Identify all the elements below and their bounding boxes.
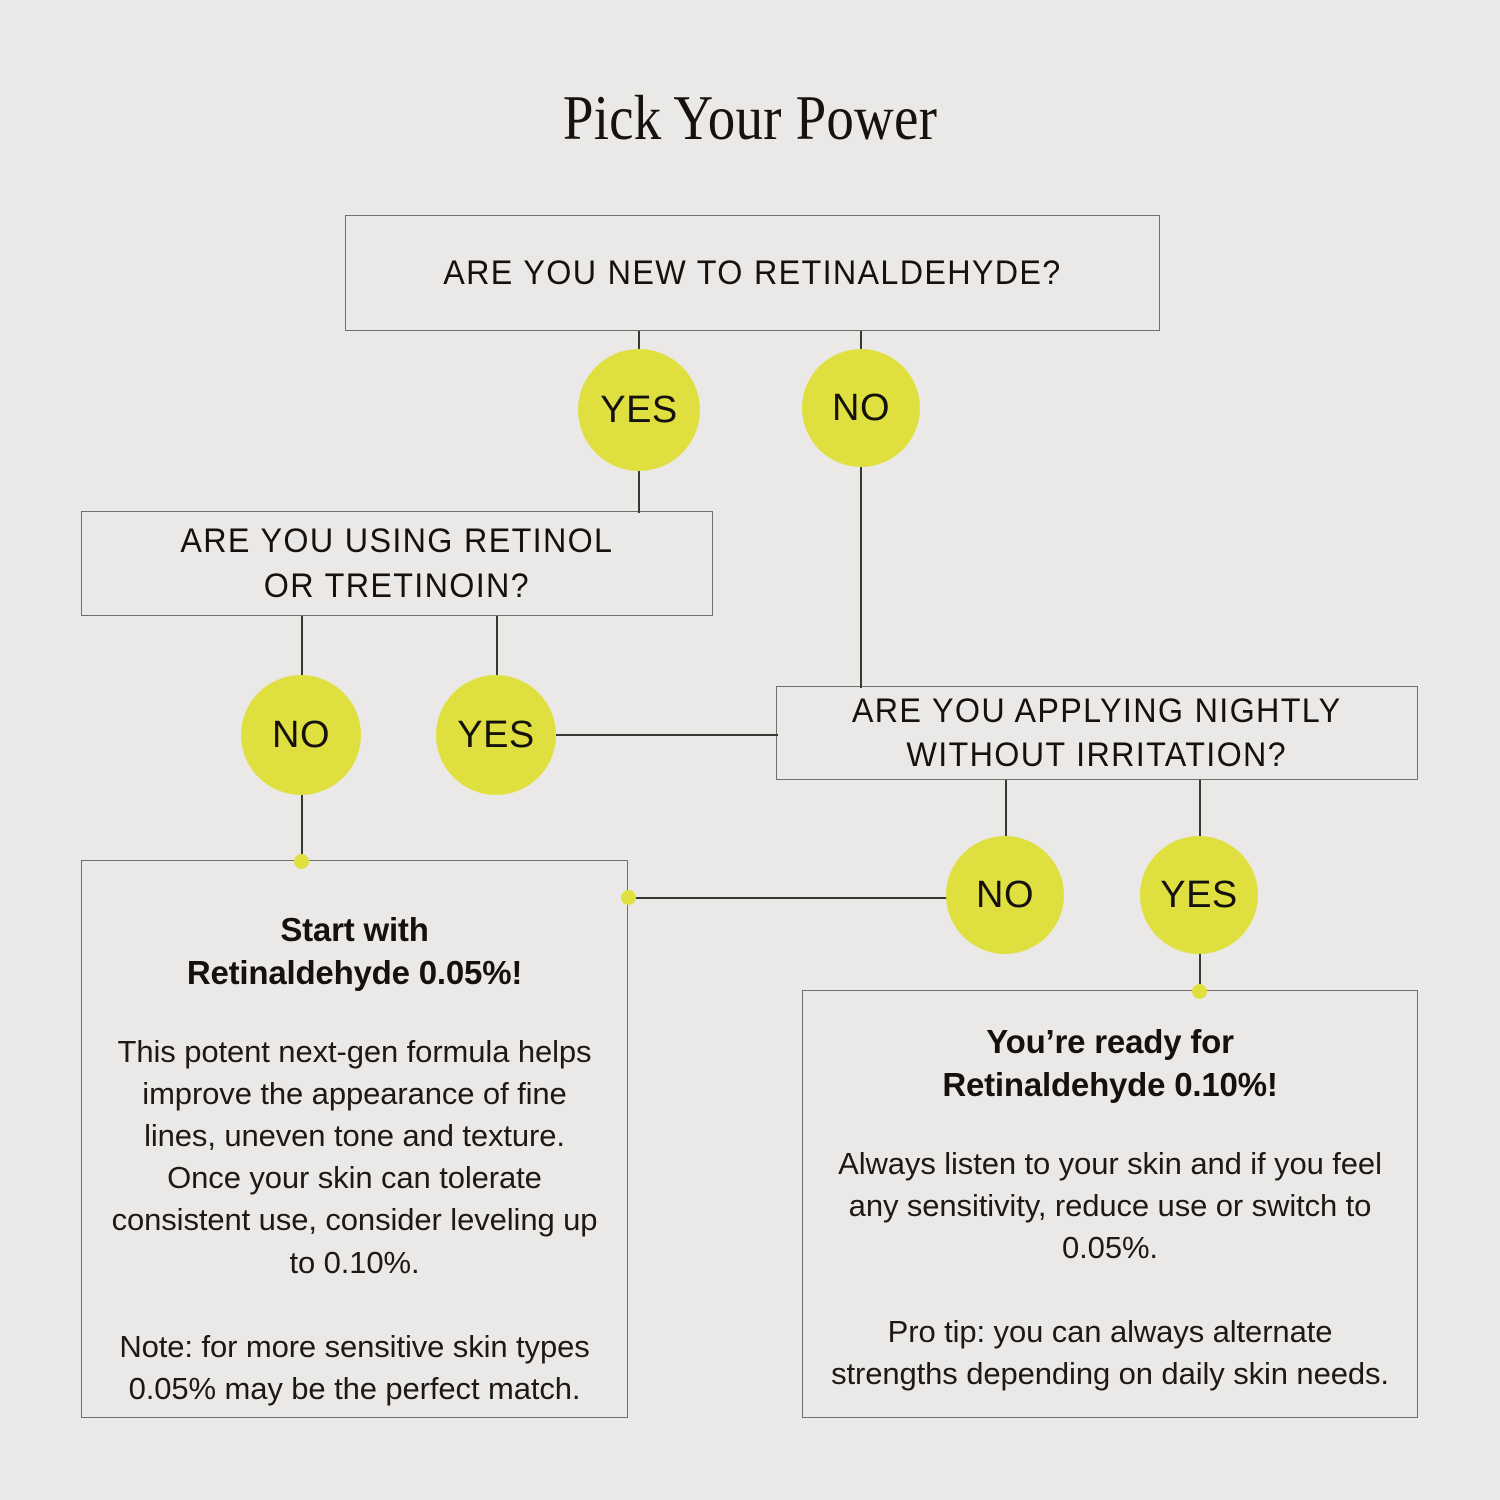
connector-q1-to-no (860, 331, 862, 357)
choice-circle-q2-no[interactable]: NO (241, 675, 361, 795)
result-right-paragraph-2: Pro tip: you can always alternate streng… (831, 1314, 1389, 1392)
connector-no2-to-left-result (301, 793, 303, 862)
question-3-line-1: ARE YOU APPLYING NIGHTLY (852, 691, 1342, 730)
connector-yes2-to-q3 (556, 734, 778, 736)
connector-no1-to-q3 (860, 465, 862, 688)
result-left-content: Start with Retinaldehyde 0.05%! This pot… (82, 861, 627, 1410)
result-left-heading-line-2: Retinaldehyde 0.05%! (186, 953, 523, 991)
result-left-heading: Start with Retinaldehyde 0.05%! (104, 909, 605, 995)
connector-yes1-to-q2 (638, 468, 640, 513)
question-box-using-retinol-or-tretinoin[interactable]: ARE YOU USING RETINOL OR TRETINOIN? (81, 511, 713, 616)
result-right-heading-line-1: You’re ready for (986, 1023, 1234, 1060)
result-left-paragraph-1: This potent next-gen formula helps impro… (111, 1033, 598, 1280)
choice-circle-q3-yes[interactable]: YES (1140, 836, 1258, 954)
junction-dot-right-result-top (1192, 984, 1207, 999)
result-box-ready-for-0-10[interactable]: You’re ready for Retinaldehyde 0.10%! Al… (802, 990, 1418, 1418)
choice-circle-q3-no[interactable]: NO (946, 836, 1064, 954)
result-left-paragraph-2: Note: for more sensitive skin types 0.05… (119, 1328, 590, 1406)
question-3-text: ARE YOU APPLYING NIGHTLY WITHOUT IRRITAT… (852, 689, 1342, 777)
question-1-text: ARE YOU NEW TO RETINALDEHYDE? (443, 253, 1062, 292)
connector-yes3-to-right-result (1199, 952, 1201, 992)
question-box-applying-nightly-without-irritation[interactable]: ARE YOU APPLYING NIGHTLY WITHOUT IRRITAT… (776, 686, 1418, 780)
page-title: Pick Your Power (562, 82, 938, 153)
connector-q3-to-yes3 (1199, 780, 1201, 838)
result-right-heading: You’re ready for Retinaldehyde 0.10%! (825, 1021, 1395, 1107)
junction-dot-left-result-right (621, 890, 636, 905)
connector-no3-to-left-result (628, 897, 948, 899)
choice-circle-q2-yes[interactable]: YES (436, 675, 556, 795)
result-right-paragraph-1: Always listen to your skin and if you fe… (838, 1145, 1382, 1266)
junction-dot-left-result-top (294, 854, 309, 869)
question-box-new-to-retinaldehyde[interactable]: ARE YOU NEW TO RETINALDEHYDE? (345, 215, 1160, 331)
result-right-heading-line-2: Retinaldehyde 0.10%! (942, 1065, 1278, 1103)
connector-q2-to-no2 (301, 616, 303, 678)
question-2-line-1: ARE YOU USING RETINOL (180, 522, 614, 561)
question-2-text: ARE YOU USING RETINOL OR TRETINOIN? (181, 519, 614, 607)
connector-q1-to-yes (638, 331, 640, 357)
choice-circle-q1-yes[interactable]: YES (578, 349, 700, 471)
result-box-start-with-0-05[interactable]: Start with Retinaldehyde 0.05%! This pot… (81, 860, 628, 1418)
connector-q3-to-no3 (1005, 780, 1007, 838)
choice-circle-q1-no[interactable]: NO (802, 349, 920, 467)
connector-q2-to-yes2 (496, 616, 498, 678)
question-2-line-2: OR TRETINOIN? (263, 566, 531, 605)
question-3-line-2: WITHOUT IRRITATION? (906, 736, 1288, 774)
result-right-content: You’re ready for Retinaldehyde 0.10%! Al… (803, 991, 1417, 1396)
result-left-heading-line-1: Start with (280, 911, 429, 948)
